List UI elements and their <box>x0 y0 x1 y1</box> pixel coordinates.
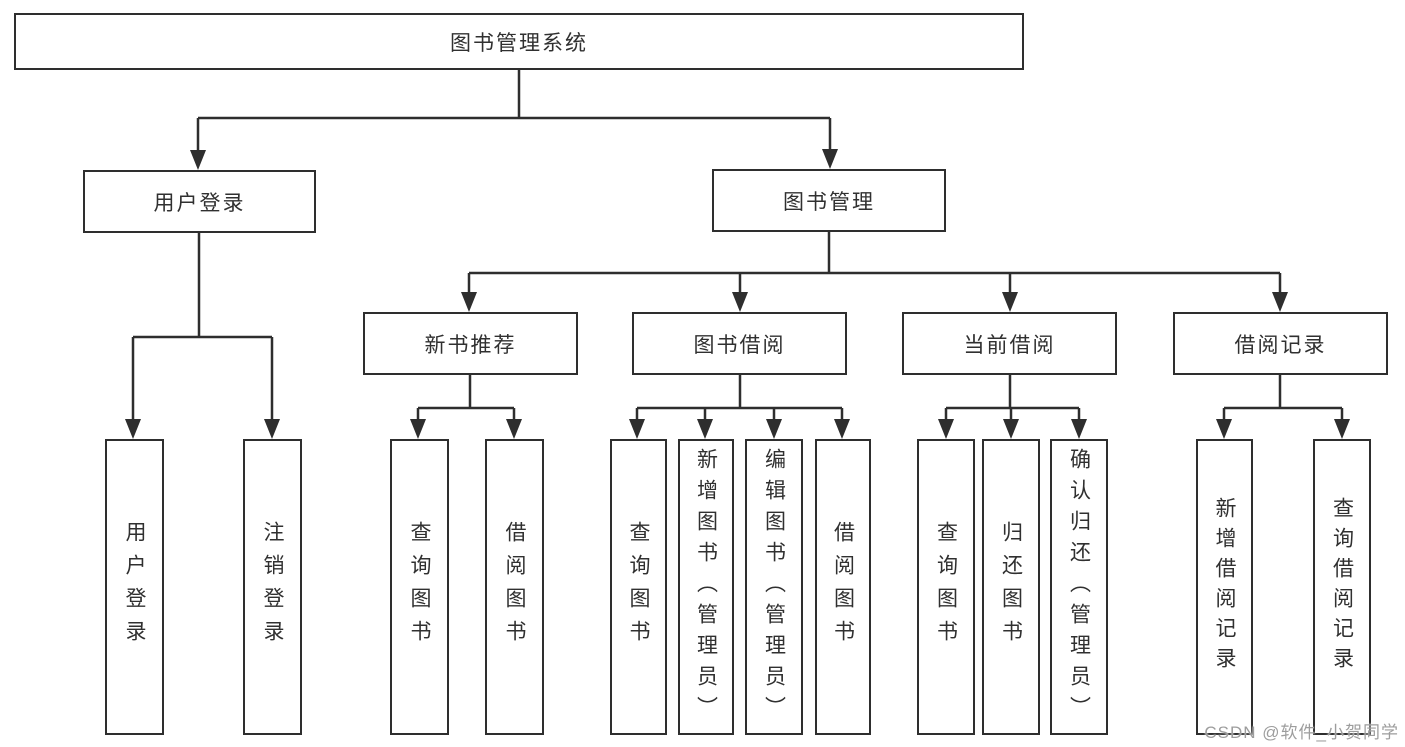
node-label: 图书管理 <box>783 190 875 214</box>
node-library-system: 图书管理系统 <box>14 13 1024 70</box>
arrowhead <box>1216 419 1232 439</box>
arrowhead <box>697 419 713 439</box>
connector-borrowing-records-children <box>1216 375 1350 439</box>
leaf-borrow-book: 借阅图书 <box>815 439 871 735</box>
node-label: 注销登录 <box>261 521 284 653</box>
connector-current-borrowing-children <box>938 375 1087 439</box>
node-label: 查询借阅记录 <box>1330 497 1354 677</box>
arrowhead <box>629 419 645 439</box>
node-label: 查询图书 <box>627 521 650 653</box>
leaf-query-borrow-record: 查询借阅记录 <box>1313 439 1371 735</box>
arrowhead <box>506 419 522 439</box>
leaf-edit-book-admin: 编辑图书（管理员） <box>745 439 803 735</box>
node-label: 新增图书（管理员） <box>694 447 718 727</box>
node-label: 编辑图书（管理员） <box>762 447 786 727</box>
arrowhead <box>834 419 850 439</box>
node-label: 查询图书 <box>934 521 958 653</box>
node-label: 借阅图书 <box>831 521 855 653</box>
node-label: 确认归还（管理员） <box>1067 447 1091 727</box>
arrowhead <box>461 292 477 312</box>
leaf-borrow-book-recommend: 借阅图书 <box>485 439 544 735</box>
node-label: 新增借阅记录 <box>1213 497 1236 677</box>
node-label: 借阅图书 <box>503 521 526 653</box>
connector-root-to-level2 <box>190 69 838 170</box>
connector-user-login-children <box>125 233 280 439</box>
arrowhead <box>1002 292 1018 312</box>
leaf-confirm-return-admin: 确认归还（管理员） <box>1050 439 1108 735</box>
watermark-text: CSDN @软件_小贺同学 <box>1204 723 1399 742</box>
arrowhead <box>264 419 280 439</box>
node-current-borrowing: 当前借阅 <box>902 312 1117 375</box>
node-label: 查询图书 <box>408 521 431 653</box>
arrowhead <box>125 419 141 439</box>
leaf-query-book-current: 查询图书 <box>917 439 975 735</box>
leaf-logout: 注销登录 <box>243 439 302 735</box>
node-borrowing-records: 借阅记录 <box>1173 312 1388 375</box>
arrowhead <box>938 419 954 439</box>
arrowhead <box>822 149 838 169</box>
arrowhead <box>1071 419 1087 439</box>
node-user-login: 用户登录 <box>83 170 316 233</box>
node-label: 图书管理系统 <box>450 31 588 55</box>
leaf-user-login: 用户登录 <box>105 439 164 735</box>
arrowhead <box>732 292 748 312</box>
leaf-add-borrow-record: 新增借阅记录 <box>1196 439 1253 735</box>
arrowhead <box>410 419 426 439</box>
arrowhead <box>1003 419 1019 439</box>
node-book-borrowing: 图书借阅 <box>632 312 847 375</box>
leaf-add-book-admin: 新增图书（管理员） <box>678 439 734 735</box>
node-book-management: 图书管理 <box>712 169 946 232</box>
node-label: 当前借阅 <box>963 333 1056 357</box>
connector-book-management-children <box>461 232 1288 312</box>
node-label: 图书借阅 <box>693 333 786 357</box>
node-new-book-recommend: 新书推荐 <box>363 312 578 375</box>
arrowhead <box>766 419 782 439</box>
leaf-query-book-borrowing: 查询图书 <box>610 439 667 735</box>
leaf-query-book-recommend: 查询图书 <box>390 439 449 735</box>
connector-book-borrowing-children <box>629 375 850 439</box>
arrowhead <box>190 150 206 170</box>
connector-new-book-recommend-children <box>410 375 522 439</box>
arrowhead <box>1334 419 1350 439</box>
node-label: 用户登录 <box>123 521 146 653</box>
leaf-return-book: 归还图书 <box>982 439 1040 735</box>
arrowhead <box>1272 292 1288 312</box>
node-label: 借阅记录 <box>1234 333 1327 357</box>
node-label: 归还图书 <box>999 521 1023 653</box>
node-label: 新书推荐 <box>424 333 517 357</box>
node-label: 用户登录 <box>153 191 246 215</box>
